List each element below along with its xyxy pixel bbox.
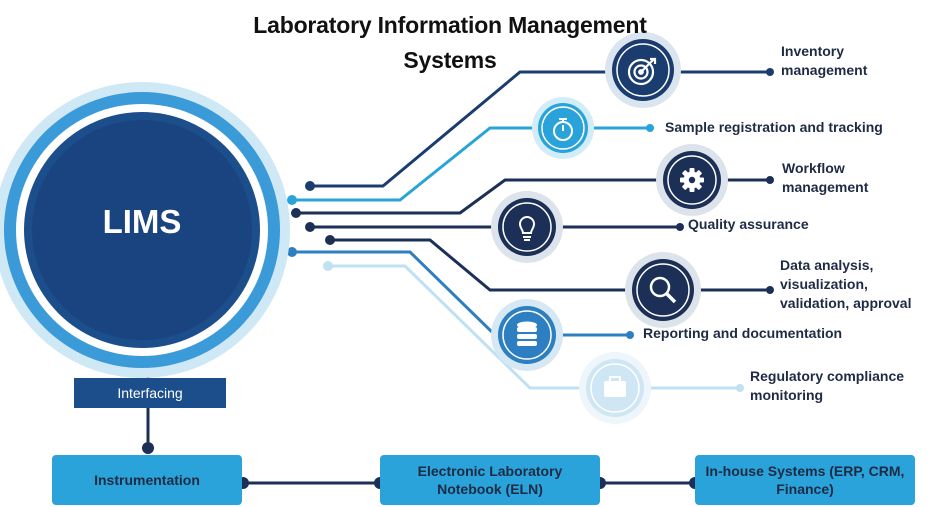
eln-label: Electronic Laboratory Notebook (ELN) — [417, 463, 563, 497]
dot — [646, 124, 654, 132]
lims-label: LIMS — [102, 203, 182, 240]
instrumentation-box: Instrumentation — [52, 455, 242, 505]
dot — [676, 223, 684, 231]
gear-icon — [680, 168, 704, 192]
dot — [766, 68, 774, 76]
dot — [305, 222, 315, 232]
dot — [287, 195, 297, 205]
magnifier-icon — [649, 276, 677, 304]
dot — [626, 331, 634, 339]
analysis-node — [625, 252, 701, 328]
stopwatch-icon — [553, 118, 573, 141]
regulatory-node — [579, 352, 651, 424]
connector-workflow — [296, 178, 770, 215]
dot — [325, 235, 335, 245]
diagram-title-line1: Laboratory Information Management — [253, 12, 647, 38]
target-icon — [627, 57, 657, 86]
dot — [766, 286, 774, 294]
dot — [291, 208, 301, 218]
interfacing-label: Interfacing — [74, 378, 226, 408]
sample-node — [532, 97, 594, 159]
quality-node — [491, 191, 563, 263]
dot — [305, 181, 315, 191]
diagram-title-line2: Systems — [403, 47, 497, 73]
lims-circle — [0, 82, 290, 378]
reporting-node — [491, 299, 563, 371]
connector-sample — [292, 126, 650, 202]
analysis-label: Data analysis, visualization, validation… — [780, 257, 912, 311]
connector-lines — [146, 70, 770, 485]
database-icon — [517, 321, 537, 346]
workflow-label: Workflow management — [782, 160, 869, 195]
inventory-label: Inventory management — [781, 43, 868, 78]
inhouse-box: In-house Systems (ERP, CRM, Finance) — [695, 455, 915, 505]
dot — [766, 176, 774, 184]
eln-box: Electronic Laboratory Notebook (ELN) — [380, 455, 600, 505]
quality-label: Quality assurance — [688, 216, 809, 232]
dot — [287, 247, 297, 257]
dot — [323, 261, 333, 271]
reporting-label: Reporting and documentation — [643, 325, 843, 341]
instrumentation-label: Instrumentation — [94, 472, 200, 488]
inventory-node — [605, 32, 681, 108]
lightbulb-icon — [518, 216, 536, 241]
briefcase-icon — [604, 376, 626, 397]
workflow-node — [656, 144, 728, 216]
dot — [142, 442, 154, 454]
sample-label: Sample registration and tracking — [665, 119, 883, 135]
inhouse-label: In-house Systems (ERP, CRM, Finance) — [705, 463, 905, 497]
regulatory-label: Regulatory compliance monitoring — [750, 368, 905, 403]
dot — [736, 384, 744, 392]
